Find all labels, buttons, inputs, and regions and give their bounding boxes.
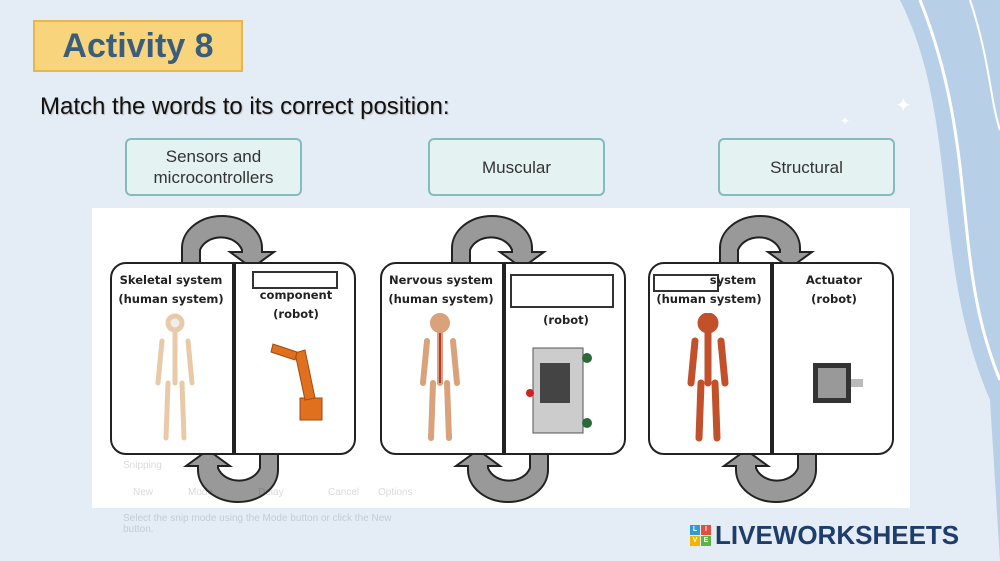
ghost-title: Snipping xyxy=(123,460,162,471)
ghost-mode: Mode xyxy=(188,487,214,498)
muscle-body-image xyxy=(687,313,729,442)
drop-zone-2[interactable] xyxy=(510,274,614,308)
drop-zone-3[interactable] xyxy=(653,274,719,292)
decorative-waves: ✦ ✦ xyxy=(840,0,1000,561)
human-box xyxy=(110,262,234,455)
svg-text:✦: ✦ xyxy=(840,114,850,128)
word-card-structural[interactable]: Structural xyxy=(718,138,895,196)
left-label: Skeletal system xyxy=(119,273,223,287)
ghost-options: Options xyxy=(378,487,413,498)
ghost-hint: Select the snip mode using the Mode butt… xyxy=(123,513,392,535)
robot-box xyxy=(772,262,894,455)
cycle-arrows-icon xyxy=(719,215,817,503)
cycle-arrows-icon xyxy=(451,215,549,503)
instruction-text: Match the words to its correct position: xyxy=(40,93,450,120)
left-sub: (human system) xyxy=(118,292,224,306)
word-card-muscular[interactable]: Muscular xyxy=(428,138,605,196)
right-sub: (robot) xyxy=(811,292,857,306)
ghost-cancel: Cancel xyxy=(328,487,360,498)
cycle-arrows-icon xyxy=(181,215,279,503)
left-sub: (human system) xyxy=(656,292,762,306)
right-label: Actuator xyxy=(805,273,863,287)
logo-text: LIVEWORKSHEETS xyxy=(715,520,960,550)
diagram-panel: Skeletal system (human system) component… xyxy=(92,208,910,508)
skeleton-image xyxy=(155,313,195,441)
left-label: Nervous system xyxy=(389,273,493,287)
left-label: system xyxy=(709,273,757,287)
activity-title: Activity 8 xyxy=(33,20,243,72)
drop-zone-1[interactable] xyxy=(252,271,338,289)
ghost-new: New xyxy=(133,487,154,498)
right-label: component xyxy=(259,288,333,302)
right-sub: (robot) xyxy=(273,307,319,321)
robot-arm-image xyxy=(270,343,323,421)
stepper-motor-image xyxy=(813,363,863,403)
svg-text:✦: ✦ xyxy=(895,95,912,117)
snipping-tool-ghost: Snipping New Mode Delay Cancel Options S… xyxy=(118,455,423,540)
word-card-sensors[interactable]: Sensors and microcontrollers xyxy=(125,138,302,196)
left-sub: (human system) xyxy=(388,292,494,306)
robot-board-image xyxy=(526,347,592,434)
ghost-delay: Delay xyxy=(258,487,284,498)
right-sub: (robot) xyxy=(543,313,589,327)
nervous-body-image xyxy=(420,313,460,441)
